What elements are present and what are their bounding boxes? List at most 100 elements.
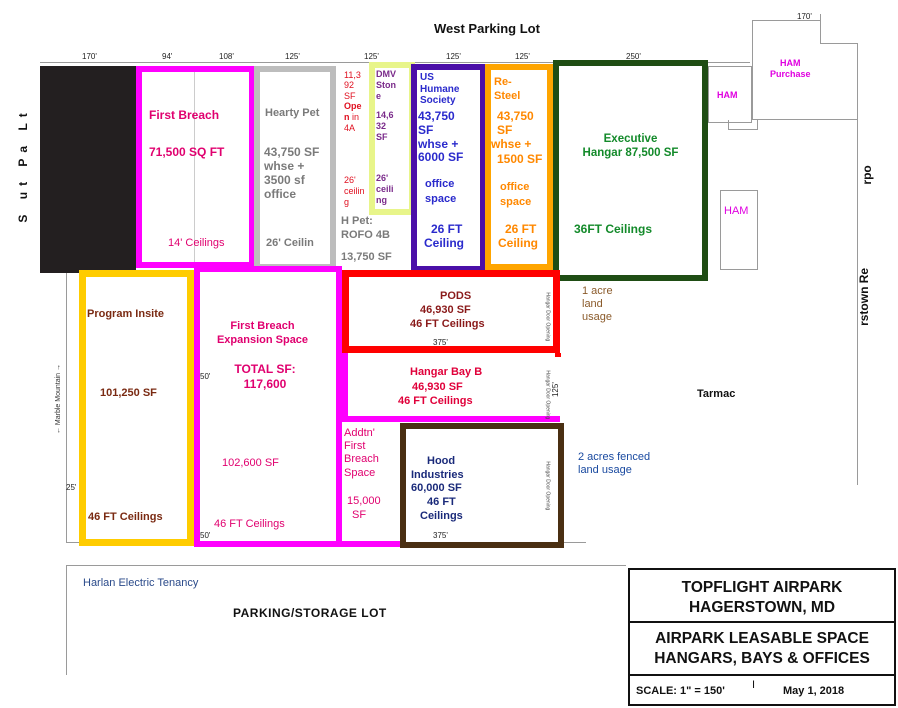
program-insite-ceiling: 46 FT Ceilings [88,511,163,523]
hangar-door-label: Hangar Door Opening [544,370,551,420]
program-insite-unit[interactable] [79,270,194,546]
first-breach-expansion-unit[interactable] [194,266,342,547]
dim-50-b: 50' [200,531,211,540]
re-steel-ceiling: 26 FT [505,222,537,236]
hood-industries-unit[interactable] [400,423,564,548]
scale-label: SCALE: 1" = 150' [636,685,725,697]
right-site-line [857,15,858,485]
dim-label: 170' [797,12,812,21]
ham-purchase-name: HAM Purchase [770,58,811,80]
re-steel-name: Re- Steel [494,75,520,104]
text-line: Purchase [770,68,811,79]
text-line: SF [352,508,367,521]
us-humane-unit[interactable] [411,64,486,272]
first-breach-area: 71,500 SQ FT [149,145,225,159]
ham-label-2: HAM [724,205,749,217]
program-insite-name: Program Insite [87,308,165,320]
dim-label: 94' [162,52,173,61]
bay-b-right-edge [555,353,561,357]
text-line: Ope [344,101,362,111]
addtn-first-breach-unit[interactable] [342,420,404,547]
text-line: Hangar 87,500 SF [582,147,679,160]
text-line: 117,600 [243,377,287,391]
title-line-4: HANGARS, BAYS & OFFICES [654,650,870,667]
black-block [40,66,136,273]
executive-ceiling: 36FT Ceilings [574,222,653,236]
ham-block-1[interactable] [708,66,752,123]
text-line: 2 acres fenced [578,451,651,463]
open-4a-ceiling: 26' ceilin g [344,175,365,207]
us-humane-detail: whse + [418,137,459,151]
text-line: 26' [376,173,389,183]
hearty-pet-ceiling: 26' Ceilin [266,237,314,249]
executive-hangar-unit[interactable] [553,60,708,281]
text-line: land usage [578,464,632,477]
text-line: HAM [780,58,801,68]
text-line: Addtn' [344,427,375,439]
re-steel-office: office [500,181,530,193]
text-line: 26' [344,175,356,185]
text-line: usage [582,311,612,324]
hangar-door-label: Hangar Door Opening [544,292,551,342]
re-steel-office: space [500,196,532,208]
text-line: Industries [411,468,464,481]
text-line: DMV [376,69,396,79]
title-line-3: AIRPARK LEASABLE SPACE [655,630,869,647]
us-humane-ceiling: Ceiling [424,236,465,250]
text-line: Breach [344,453,379,466]
text-line: Ston [376,79,396,90]
parking-lot-area[interactable] [66,565,626,675]
text-line: 1 acre [582,285,613,297]
text-line: ng [376,194,387,205]
west-parking-lot-label: West Parking Lot [434,21,540,36]
pods-unit[interactable] [342,270,560,353]
hearty-pet-detail: office [264,187,297,201]
h-pet-name: H Pet: [341,215,373,227]
pods-name: PODS [440,290,472,302]
text-line: Re- [494,76,512,88]
text-line: Ceilings [420,509,463,522]
re-steel-unit[interactable] [485,64,553,270]
dim-375-a: 375' [433,338,448,347]
open-4a-label: Ope n in 4A [344,101,362,133]
text-line: 11,3 [344,70,361,80]
text-line: First Breach [230,320,295,332]
text-line: g [344,196,350,207]
road-text: ut [16,175,31,200]
ham-block-2[interactable] [720,190,758,270]
harlan-electric-label: Harlan Electric Tenancy [83,577,199,589]
hearty-pet-detail: 3500 sf [264,173,305,187]
tarmac-label: Tarmac [697,388,736,400]
dim-label: 125' [515,52,530,61]
one-acre-note: 1 acre land usage [582,285,613,325]
re-steel-detail: 1500 SF [497,152,543,166]
first-breach-unit[interactable] [136,66,255,268]
divider-line [194,72,195,262]
text-line: Steel [494,90,521,103]
first-breach-name: First Breach [149,108,220,122]
text-line: Society [420,95,456,106]
title-divider [628,674,896,676]
text-line: Expansion Space [216,333,309,346]
us-humane-area: 43,750 [418,109,455,123]
hangar-bay-b-unit[interactable] [342,353,560,422]
us-humane-office: office [425,178,455,190]
text-line: ceilin [344,185,365,196]
h-pet-area: 13,750 SF [341,251,392,263]
dim-label: 125' [446,52,461,61]
hangar-door-label: Hangar Door Opening [544,461,551,511]
dim-label: 250' [626,52,641,61]
text-line: First [344,440,366,453]
dmv-area: 14,6 32 SF [376,110,394,142]
dim-25: 25' [66,483,77,492]
left-site-line [66,272,67,542]
dim-375-b: 375' [433,531,448,540]
dmv-name: DMV Ston e [376,69,396,101]
ham-lower-notch [728,120,758,130]
right-road-label-2: rstown Re [857,267,872,326]
us-humane-ceiling: 26 FT [431,222,463,236]
open-4a-area: 11,3 92 SF [344,70,361,101]
re-steel-detail: SF [497,123,513,137]
title-line-1: TOPFLIGHT AIRPARK [681,579,843,596]
program-insite-area: 101,250 SF [100,387,157,399]
